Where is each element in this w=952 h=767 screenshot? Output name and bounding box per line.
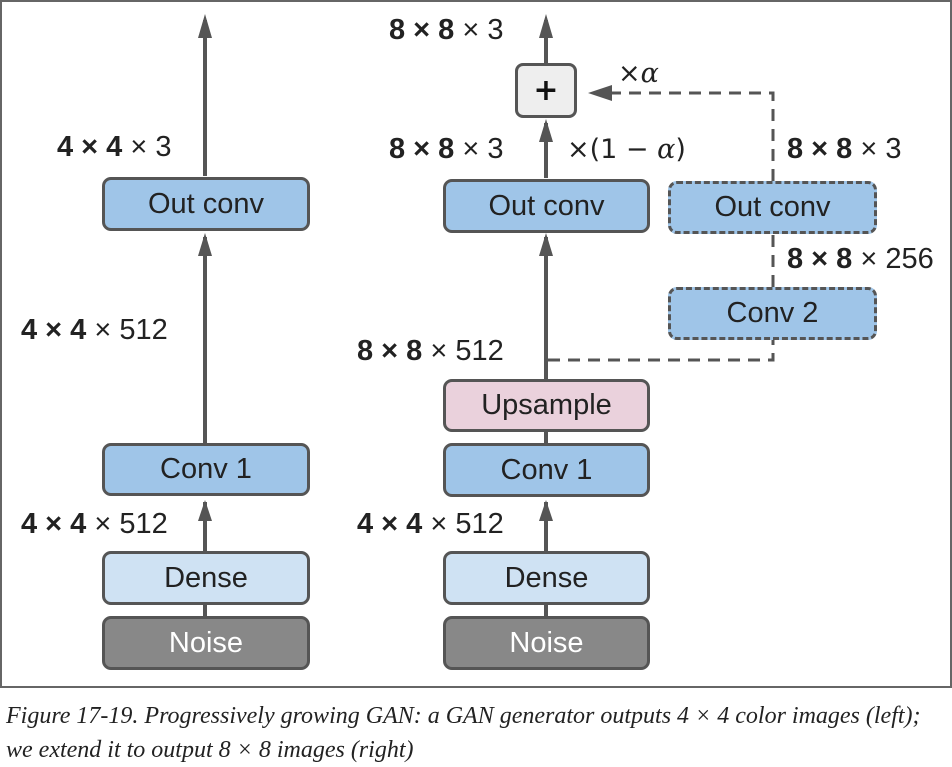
alpha-factor-symbol: α (640, 58, 659, 89)
branch-dashed-path-lower (548, 340, 775, 362)
new-outconv-dim-label: 8 × 8 × 3 (787, 135, 902, 164)
conv2-dim-label: 8 × 8 × 256 (787, 245, 934, 274)
right-output-dim-rest: × 3 (454, 14, 504, 46)
right-output-arrowhead (539, 14, 553, 38)
conv2-dim-rest: × 256 (852, 243, 934, 275)
left-dense-conv1-arrowhead (198, 500, 212, 521)
one-minus-alpha-suffix: ) (675, 134, 686, 165)
one-minus-alpha-prefix: ×(1 − (567, 134, 658, 165)
conv2-dim-bold: 8 × 8 (787, 243, 853, 275)
left-output-arrowhead (198, 14, 212, 38)
left-output-dim-bold: 4 × 4 (57, 131, 123, 163)
left-dense-dim-rest: × 512 (86, 508, 168, 540)
right-outconv-dim-rest: × 3 (454, 133, 504, 165)
alpha-factor: ×α (618, 60, 659, 87)
upsample-box: Upsample (443, 379, 650, 432)
left-conv1-outconv-arrowhead (198, 233, 212, 256)
right-output-dim-label: 8 × 8 × 3 (389, 16, 504, 45)
left-noise-box: Noise (102, 616, 310, 670)
right-noise-box: Noise (443, 616, 650, 670)
conv2-box: Conv 2 (668, 287, 877, 340)
left-conv1-dim-rest: × 512 (86, 314, 168, 346)
one-minus-alpha-symbol: α (657, 134, 676, 165)
right-upsample-dim-rest: × 512 (422, 335, 504, 367)
right-dense-conv1-arrowhead (539, 500, 553, 521)
left-dense-dim-label: 4 × 4 × 512 (21, 510, 168, 539)
left-conv1-box: Conv 1 (102, 443, 310, 496)
right-out-conv-box: Out conv (443, 179, 650, 233)
right-dense-box: Dense (443, 551, 650, 605)
figure-caption: Figure 17-19. Progressively growing GAN:… (6, 703, 921, 763)
right-output-dim-bold: 8 × 8 (389, 14, 455, 46)
branch-dashed-path-upper (612, 91, 775, 181)
one-minus-alpha-factor: ×(1 − α) (567, 136, 686, 163)
new-out-conv-box: Out conv (668, 181, 877, 234)
right-upsample-outconv-arrowhead (539, 233, 553, 256)
alpha-factor-prefix: × (618, 58, 641, 89)
right-upsample-dim-label: 8 × 8 × 512 (357, 337, 504, 366)
new-outconv-dim-bold: 8 × 8 (787, 133, 853, 165)
plus-box: + (515, 63, 577, 118)
right-dense-dim-rest: × 512 (422, 508, 504, 540)
right-conv1-box: Conv 1 (443, 443, 650, 497)
branch-alpha-arrowhead (588, 85, 612, 101)
left-dense-dim-bold: 4 × 4 (21, 508, 87, 540)
right-outconv-dim-bold: 8 × 8 (389, 133, 455, 165)
new-outconv-dim-rest: × 3 (852, 133, 902, 165)
right-dense-dim-label: 4 × 4 × 512 (357, 510, 504, 539)
left-out-conv-box: Out conv (102, 177, 310, 231)
left-output-dim-rest: × 3 (122, 131, 172, 163)
left-output-dim-label: 4 × 4 × 3 (57, 133, 172, 162)
right-upsample-dim-bold: 8 × 8 (357, 335, 423, 367)
right-dense-dim-bold: 4 × 4 (357, 508, 423, 540)
right-outconv-plus-arrowhead (539, 119, 553, 142)
left-conv1-dim-bold: 4 × 4 (21, 314, 87, 346)
left-dense-box: Dense (102, 551, 310, 605)
right-outconv-dim-label: 8 × 8 × 3 (389, 135, 504, 164)
figure-frame (0, 0, 952, 688)
left-conv1-dim-label: 4 × 4 × 512 (21, 316, 168, 345)
